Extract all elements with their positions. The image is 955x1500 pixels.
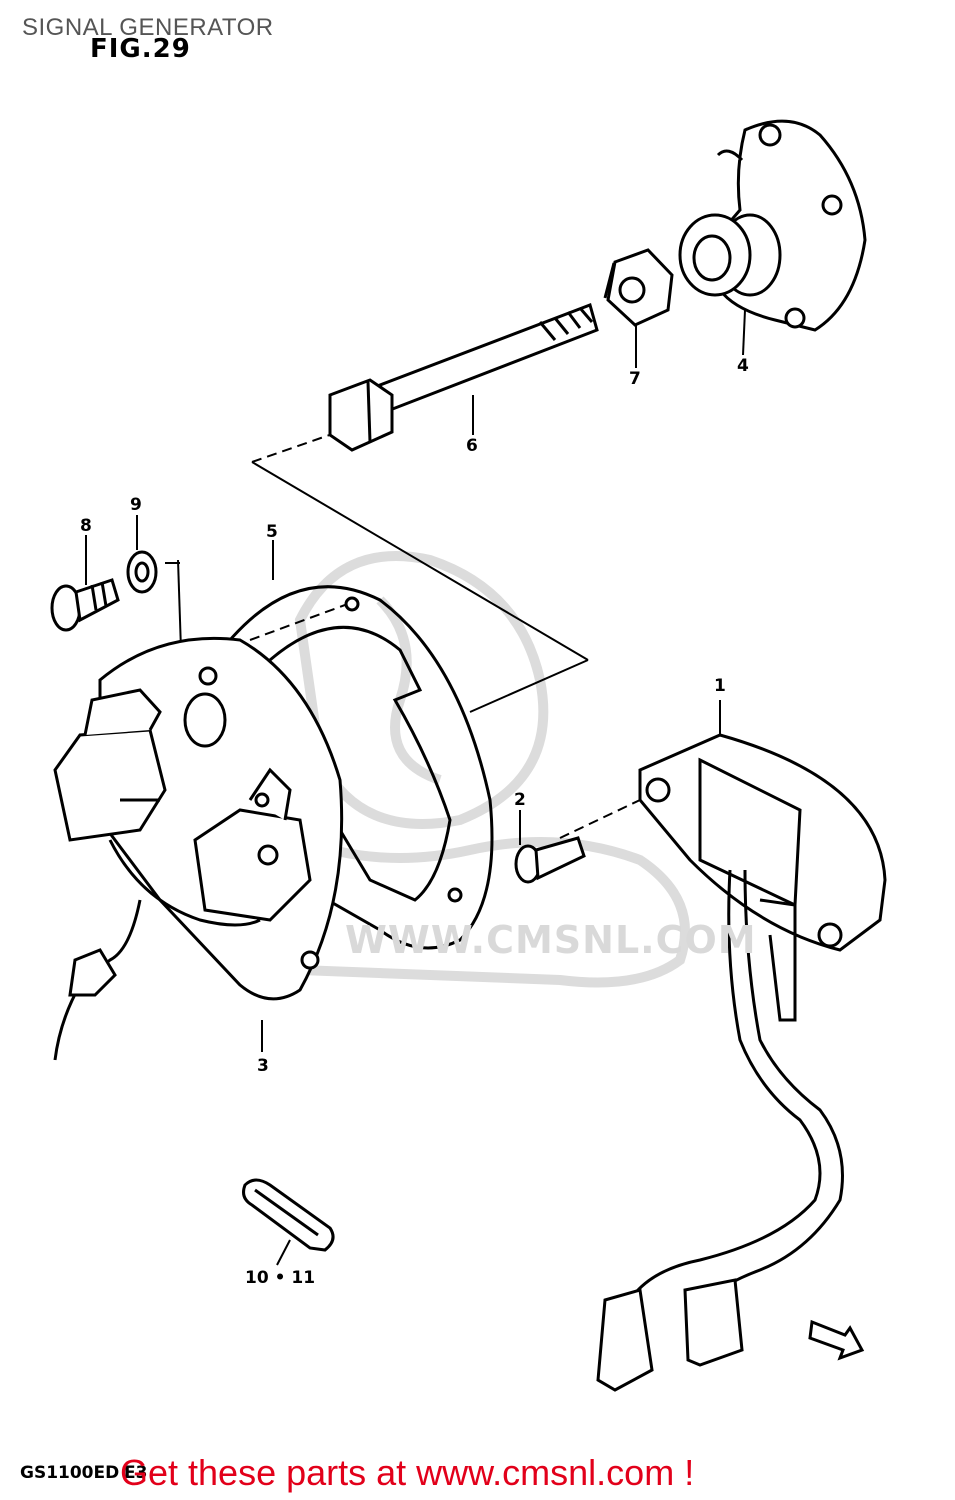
callout-4[interactable]: 4: [737, 356, 749, 376]
part-10-11-clamp: [242, 1178, 335, 1252]
parts-link[interactable]: Get these parts at www.cmsnl.com !: [120, 1452, 695, 1493]
callout-8[interactable]: 8: [80, 516, 92, 536]
part-9-washer: [126, 550, 158, 594]
part-1-igniter: [596, 733, 887, 1392]
leader-lines: [85, 309, 746, 1266]
figure-label: FIG.29: [90, 34, 191, 64]
callout-5[interactable]: 5: [266, 522, 278, 542]
part-7-nut: [603, 248, 674, 327]
part-2-screw: [514, 836, 586, 884]
part-8-screw: [50, 578, 120, 632]
region-code: E3: [124, 1463, 148, 1483]
part-6-bolt: [328, 303, 599, 452]
callout-9[interactable]: 9: [130, 495, 142, 515]
callout-2[interactable]: 2: [514, 790, 526, 810]
callout-3[interactable]: 3: [257, 1056, 269, 1076]
callout-6[interactable]: 6: [466, 436, 478, 456]
page-title: SIGNAL GENERATOR: [22, 14, 274, 41]
callout-10-11[interactable]: 10 • 11: [245, 1268, 316, 1288]
part-3-generator: [53, 636, 344, 1061]
part-4-advancer: [678, 119, 867, 332]
fwd-arrow-icon: [808, 1319, 865, 1361]
alignment-lines: [165, 431, 641, 839]
callout-7[interactable]: 7: [629, 369, 641, 389]
watermark-text: WWW.CMSNL.COM: [345, 918, 757, 962]
model-code: GS1100ED: [20, 1463, 120, 1483]
callout-1[interactable]: 1: [714, 676, 726, 696]
